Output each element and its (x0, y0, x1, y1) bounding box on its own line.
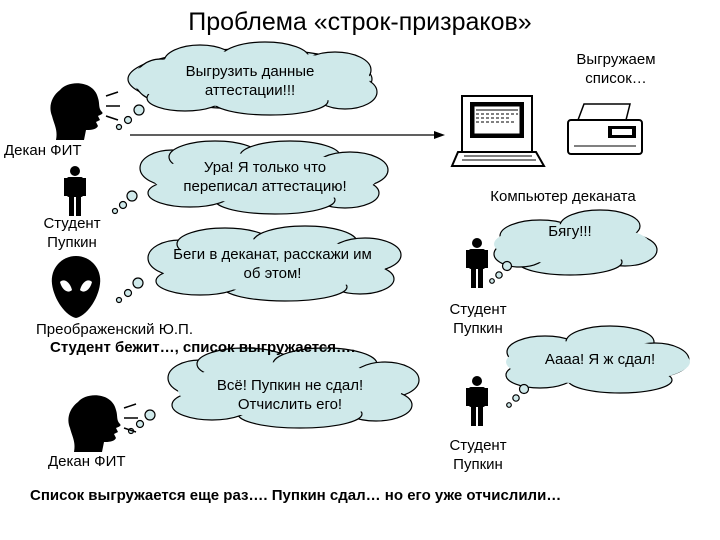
computer-icon (450, 95, 546, 167)
arrow-to-computer (130, 131, 445, 139)
printer-icon (567, 103, 643, 155)
cloud-passed (505, 325, 690, 408)
page-title: Проблема «строк-призраков» (188, 8, 532, 36)
student-pupkin-label-1: Студент Пупкин (43, 215, 101, 251)
run-to-deanery-text: Беги в деканат, расскажи им об этом! (173, 246, 372, 282)
alien-icon (51, 256, 101, 318)
rewrote-text: Ура! Я только что переписал аттестацию! (183, 159, 347, 195)
expel-text: Всё! Пупкин не сдал! Отчислить его! (216, 377, 364, 413)
upload-data-text: Выгрузить данные аттестации!!! (185, 63, 315, 99)
cloud-run-to-deanery (115, 225, 402, 304)
conclusion-caption: Список выгружается еще раз…. Пупкин сдал… (30, 487, 562, 504)
running-text: Бягу!!! (548, 223, 592, 240)
dean-fit-label-1: Декан ФИТ (4, 142, 82, 159)
speaking-head-icon (50, 83, 120, 140)
student-pupkin-label-3: Студент Пупкин (449, 437, 507, 473)
person-icon (466, 238, 488, 288)
student-pupkin-label-2: Студент Пупкин (449, 301, 507, 337)
cloud-rewrote (111, 140, 389, 215)
cloud-upload-data (115, 41, 378, 131)
person-icon (64, 166, 86, 216)
dean-fit-label-2: Декан ФИТ (48, 453, 126, 470)
cloud-running (489, 209, 658, 284)
deanery-computer-label: Компьютер деканата (490, 188, 636, 205)
person-icon (466, 376, 488, 426)
speaking-head-icon (68, 395, 138, 452)
preobrazhensky-label: Преображенский Ю.П. (36, 321, 194, 338)
cloud-expel (127, 347, 420, 435)
student-runs-caption: Студент бежит…, список выгружается…. (50, 339, 356, 356)
uploading-list-label: Выгружаем список… (576, 51, 656, 87)
passed-text: Аааа! Я ж сдал! (544, 351, 656, 368)
